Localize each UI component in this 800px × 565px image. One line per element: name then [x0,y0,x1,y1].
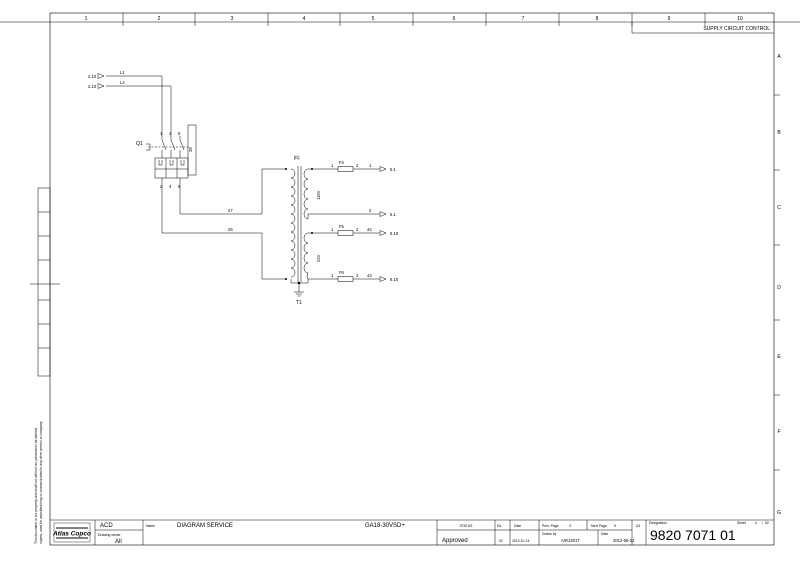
wire-label: 27 [228,208,233,213]
sheet-total: 52 [765,521,769,525]
status-label: STATUS [460,524,474,528]
aux-label: 28 [188,147,193,152]
fuse-name: F4 [339,160,345,165]
column-label: 10 [737,16,743,22]
column-label: 2 [158,16,161,22]
drawn-date-label: Date [601,532,608,536]
input-ref: 2.10 [88,74,97,79]
fuse-pin: 2 [356,163,359,168]
name-label: Name [146,524,155,528]
drawing-border [49,12,775,546]
off-page-ref: 5.1 [390,212,396,217]
designation-label: Designation [649,521,667,525]
column-label: 8 [596,16,599,22]
copyright-line: This document is our property and shall … [34,427,38,544]
input-ref: 2.10 [88,84,97,89]
date-label: Date [514,524,521,528]
row-label: E [777,354,781,360]
title-block-text: ACD Drawing owner All Name DIAGRAM SERVI… [98,521,769,545]
wire-label: 1 [369,163,372,168]
off-page-ref: 8.10 [390,277,399,282]
drawing-name: DIAGRAM SERVICE [177,523,233,529]
atlas-copco-logo: Atlas Copco [52,522,91,543]
terminal-number: 2 [160,184,163,189]
schematic-lines [97,73,387,297]
terminal-number: 6 [178,184,181,189]
row-label: F [777,429,780,435]
winding-voltage: 24V [316,254,321,262]
paper-format: A3 [636,524,640,528]
winding-voltage: 115V [316,190,321,200]
sheet-title: SUPPLY CIRCUIT CONTROL [703,26,770,32]
column-label: 6 [453,16,456,22]
wire-label: 2 [369,208,372,213]
column-label: 7 [522,16,525,22]
terminal-number: 1 [160,131,163,136]
breaker-name: Q1 [136,141,143,147]
copyright-note: This document is our property and shall … [34,421,43,544]
terminal-number: 4 [169,184,172,189]
off-page-ref: 5.1 [390,167,396,172]
column-label: 5 [372,16,375,22]
column-label: 9 [668,16,671,22]
fuse-pin: 2 [356,273,359,278]
terminal-number: 3 [169,131,172,136]
model: GA18-30VSD+ [365,523,405,529]
row-labels: A B C D E F G [777,54,781,516]
wire-label: 43 [367,273,372,278]
designation-number: 9820 7071 01 [650,527,736,543]
date: 2013-10-14 [512,539,529,543]
fuse-pin: 1 [331,163,334,168]
sheet-number: 4 [755,521,757,525]
terminal-number: 5 [178,131,181,136]
prev-page-label: Prev. Page [542,524,559,528]
column-ruler [122,13,706,26]
row-label: A [777,54,781,60]
wire-label: L1 [120,70,125,75]
revision-strip [30,187,60,377]
edition: 02 [499,539,503,543]
row-label: D [777,285,781,291]
title-block-grid [50,519,774,545]
row-label: C [777,205,781,211]
off-page-ref: 8.10 [390,231,399,236]
next-page-label: Next Page [591,524,607,528]
wire-label: 26 [228,227,233,232]
sheet-label: Sheet [737,521,746,525]
row-label: B [777,130,781,136]
transformer-bracket: [D] [294,155,299,160]
fuse-name: F6 [339,270,345,275]
drawn-by-label: Drawn by [542,532,557,536]
logo-text: Atlas Copco [52,531,91,538]
fuse-pin: 2 [356,227,359,232]
fuse-pin: 1 [331,227,334,232]
transformer-name: T1 [296,300,302,306]
drawn-date: 2012-05-21 [613,538,635,543]
division: ACD [100,523,113,529]
row-label: G [777,510,781,516]
copyright-line: copied, used for manufacturing or commun… [39,421,43,544]
edition-label: Ed. [497,524,502,528]
prev-page: 3 [569,524,571,528]
column-labels: 1 2 3 4 5 6 7 8 9 10 [85,16,743,22]
owner-label: Drawing owner [98,533,121,537]
column-label: 4 [303,16,306,22]
row-ruler [774,94,780,471]
drawn-by: AIR13017 [561,538,580,543]
schematic-labels: 2.10 2.10 L1 L2 Q1 1 3 5 2 4 6 28 27 26 … [88,70,399,306]
column-label: 1 [85,16,88,22]
column-label: 3 [231,16,234,22]
owner: All [115,539,122,545]
fuse-pin: 1 [331,273,334,278]
wire-label: 44 [367,227,372,232]
terminal-dots [285,168,313,285]
next-page: 5 [614,524,616,528]
fuse-name: F5 [339,224,345,229]
wire-label: L2 [120,80,125,85]
sheet-separator: / [762,521,763,525]
status-value: Approved [442,538,468,544]
